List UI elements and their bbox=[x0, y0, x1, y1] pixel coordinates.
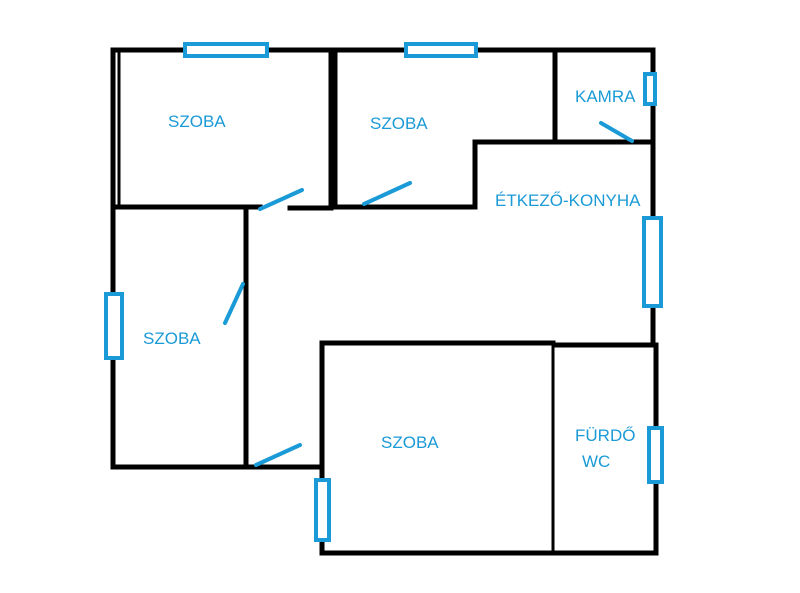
label-room-left: SZOBA bbox=[143, 329, 201, 348]
door-room-top-left bbox=[258, 188, 304, 211]
windows bbox=[104, 42, 664, 542]
walls bbox=[110, 47, 659, 556]
window-left-room bbox=[104, 292, 124, 360]
label-room-top-middle: SZOBA bbox=[370, 114, 428, 133]
door-pantry bbox=[599, 121, 634, 143]
label-room-top-left: SZOBA bbox=[168, 112, 226, 131]
room-labels: SZOBA SZOBA KAMRA ÉTKEZŐ-KONYHA SZOBA SZ… bbox=[143, 87, 641, 471]
window-bathroom bbox=[647, 426, 664, 484]
window-top-left bbox=[183, 42, 269, 58]
label-bathroom-line1: FÜRDŐ bbox=[575, 426, 635, 445]
label-pantry: KAMRA bbox=[575, 87, 636, 106]
window-pantry bbox=[643, 72, 657, 106]
label-dining-kitchen: ÉTKEZŐ-KONYHA bbox=[495, 191, 641, 210]
window-bottom-room bbox=[314, 478, 331, 542]
window-top-middle bbox=[404, 42, 478, 58]
door-room-left bbox=[223, 282, 245, 325]
window-kitchen bbox=[642, 216, 663, 308]
door-room-top-middle bbox=[362, 181, 412, 206]
doors bbox=[223, 121, 634, 467]
label-bathroom-line2: WC bbox=[582, 452, 610, 471]
door-room-bottom bbox=[254, 443, 302, 467]
label-room-bottom: SZOBA bbox=[381, 433, 439, 452]
